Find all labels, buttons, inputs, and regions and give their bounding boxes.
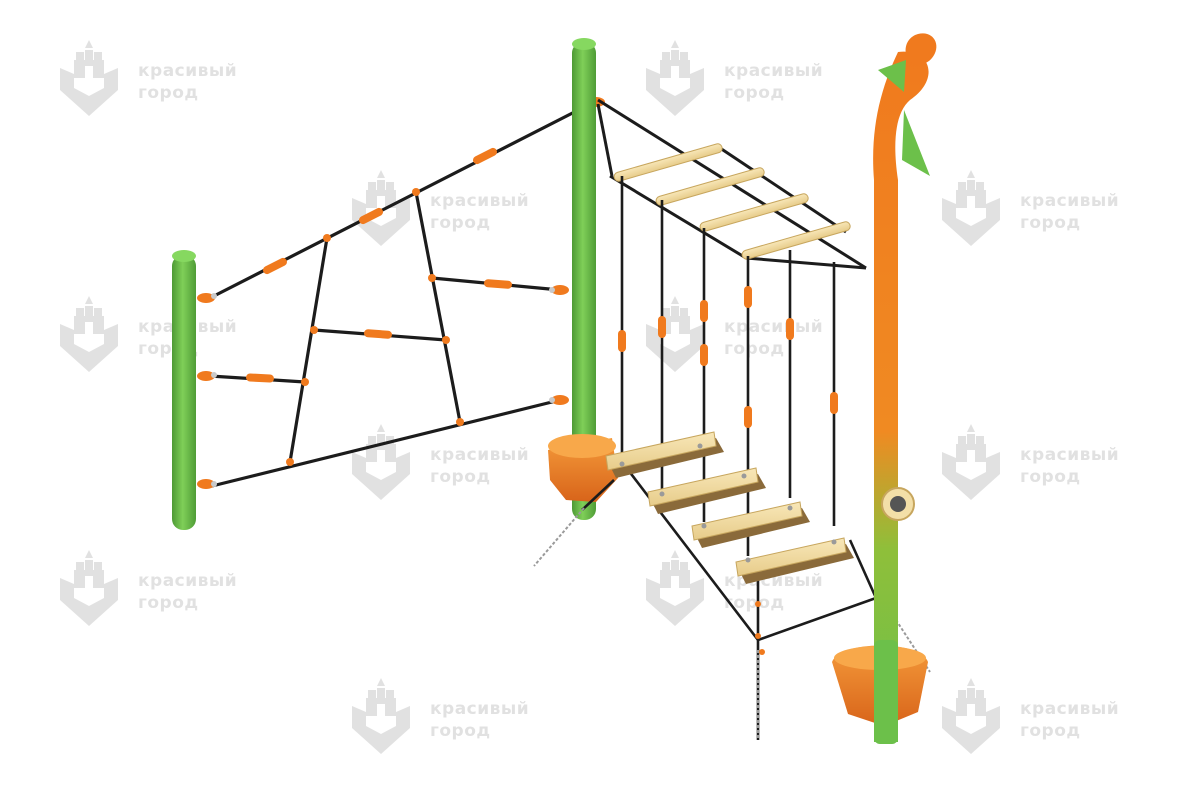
watermark-line-1: красивый: [724, 61, 824, 81]
castle-logo-icon: [350, 676, 412, 756]
castle-logo-icon: [58, 38, 120, 118]
watermark-line-1: красивый: [1020, 191, 1120, 211]
watermark-line-2: город: [430, 721, 491, 741]
watermark-line-1: красивый: [430, 445, 530, 465]
green-fin-bottom: [902, 110, 930, 176]
castle-logo-icon: [940, 676, 1002, 756]
castle-logo-icon: [940, 422, 1002, 502]
watermark-line-2: город: [724, 339, 785, 359]
net-fittings: [197, 97, 605, 489]
watermark-line-1: красивый: [138, 571, 238, 591]
watermark-line-2: город: [430, 467, 491, 487]
watermark-line-2: город: [138, 593, 199, 613]
monkey-bars: [596, 98, 867, 270]
watermark-line-2: город: [724, 83, 785, 103]
watermark-line-1: красивый: [138, 61, 238, 81]
watermark-line-2: город: [1020, 721, 1081, 741]
watermark-line-1: красивый: [430, 699, 530, 719]
castle-logo-icon: [940, 168, 1002, 248]
watermark-line-2: город: [138, 83, 199, 103]
castle-logo-icon: [58, 548, 120, 628]
hanging-ropes: [618, 176, 838, 556]
net-ropes: [208, 98, 600, 488]
watermark-line-2: город: [724, 593, 785, 613]
castle-logo-icon: [644, 294, 706, 374]
castle-logo-icon: [58, 294, 120, 374]
watermark-line-2: город: [430, 213, 491, 233]
middle-green-post: [548, 38, 618, 520]
right-post: [832, 33, 937, 744]
watermark-line-2: город: [1020, 467, 1081, 487]
watermark-line-1: красивый: [1020, 445, 1120, 465]
green-fin-top: [878, 60, 906, 92]
watermark-line-1: красивый: [430, 191, 530, 211]
net-grips: [246, 147, 512, 383]
left-green-post: [172, 250, 196, 530]
castle-logo-icon: [350, 168, 412, 248]
castle-logo-icon: [644, 548, 706, 628]
climbing-net: [172, 97, 605, 530]
plank-bridge: [581, 431, 878, 740]
castle-logo-icon: [350, 422, 412, 502]
castle-logo-icon: [644, 38, 706, 118]
net-knots: [286, 188, 464, 466]
watermark-line-1: красивый: [1020, 699, 1120, 719]
spyglass-knob: [881, 487, 915, 521]
watermark-line-2: город: [1020, 213, 1081, 233]
